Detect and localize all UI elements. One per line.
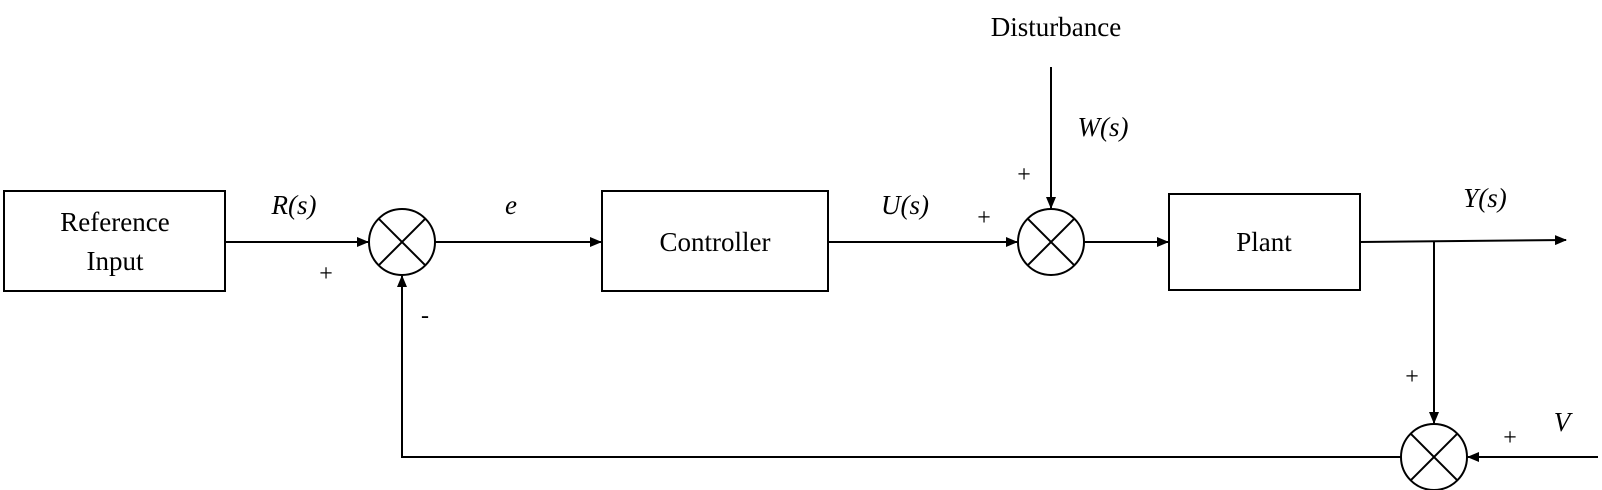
reference-input-block bbox=[3, 190, 226, 292]
sum2-disturbance-sign: + bbox=[1017, 162, 1031, 188]
u-signal-label: U(s) bbox=[881, 190, 929, 220]
sum1-feedback-sign: - bbox=[421, 303, 429, 329]
output-arrow bbox=[1359, 235, 1567, 246]
feedback-path-arrow bbox=[397, 275, 1401, 458]
reference-input-label-line2: Input bbox=[87, 246, 144, 276]
summing-junction-2 bbox=[1017, 208, 1085, 276]
sum3-noise-sign: + bbox=[1503, 425, 1517, 451]
summing-junction-3 bbox=[1400, 423, 1468, 490]
reference-input-label-line1: Reference bbox=[60, 207, 169, 237]
w-signal-label: W(s) bbox=[1078, 112, 1129, 142]
summing-junction-1 bbox=[368, 208, 436, 276]
controller-label: Controller bbox=[660, 227, 771, 257]
controller-block bbox=[601, 190, 829, 292]
r-signal-label: R(s) bbox=[271, 190, 317, 220]
plant-block bbox=[1168, 193, 1361, 291]
y-signal-label: Y(s) bbox=[1463, 183, 1507, 213]
v-signal-label: V bbox=[1554, 407, 1574, 437]
sum1-reference-sign: + bbox=[319, 261, 333, 287]
disturbance-label: Disturbance bbox=[991, 12, 1121, 42]
plant-label: Plant bbox=[1236, 227, 1292, 257]
sum3-output-sign: + bbox=[1405, 364, 1419, 390]
error-signal-label: e bbox=[505, 190, 517, 220]
sum2-control-sign: + bbox=[977, 205, 991, 231]
